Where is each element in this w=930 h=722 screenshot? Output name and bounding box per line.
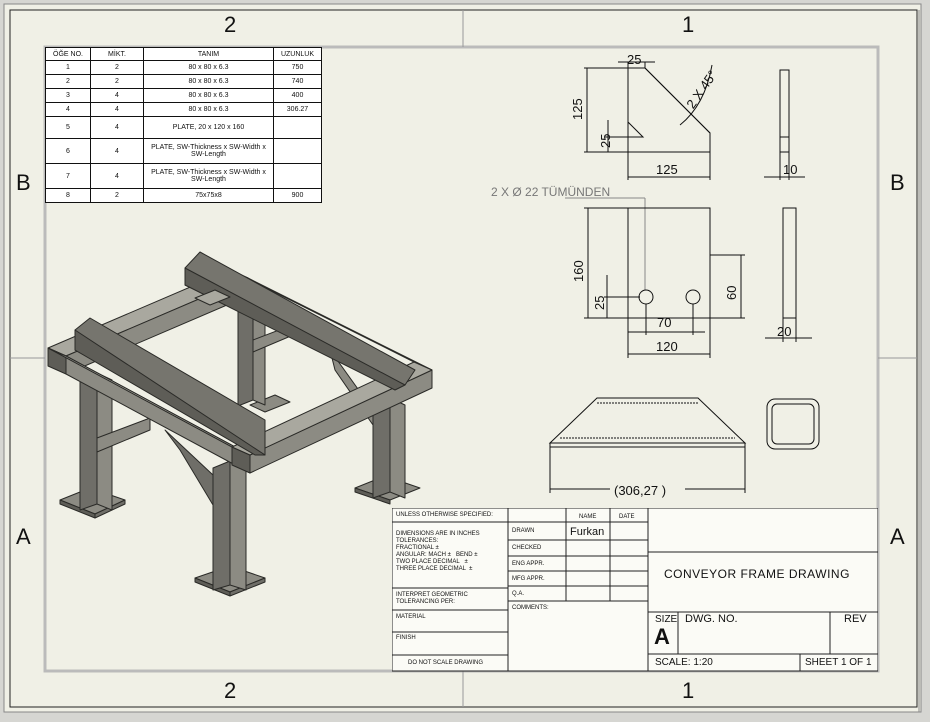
dim-plate-width: 120 (656, 339, 678, 354)
zone-label-bottom-2: 2 (224, 678, 237, 703)
bom-cell: PLATE, SW-Thickness x SW-Width x SW-Leng… (143, 163, 274, 189)
tb-size-label: SIZE (655, 614, 678, 625)
bom-cell: 4 (90, 163, 144, 189)
zone-label-bottom-1: 1 (682, 678, 695, 703)
tb-sheet: SHEET 1 OF 1 (805, 657, 872, 668)
dim-gusset-width: 125 (656, 162, 678, 177)
tb-unless-specified: UNLESS OTHERWISE SPECIFIED: (396, 512, 493, 518)
hole-callout: 2 X Ø 22 TÜMÜNDEN (491, 185, 611, 199)
bom-cell: PLATE, 20 x 120 x 160 (143, 116, 274, 139)
dim-gusset-top: 25 (627, 52, 641, 67)
drawing-title[interactable]: CONVEYOR FRAME DRAWING (664, 567, 850, 581)
angle-profile-view[interactable]: (306,27 ) (540, 390, 760, 505)
gusset-front-view[interactable]: 25 2 X 45° 125 25 125 (560, 50, 730, 190)
bom-cell: 1 (45, 60, 91, 75)
zone-label-left-b: B (16, 170, 31, 195)
title-block-frame (392, 508, 878, 672)
zone-label-right-b: B (890, 170, 905, 195)
isometric-frame-view[interactable] (40, 240, 440, 600)
dim-plate-hole-h: 60 (724, 286, 739, 300)
zone-label-left-a: A (16, 524, 31, 549)
zone-label-right-a: A (890, 524, 905, 549)
bom-cell: 4 (90, 102, 144, 117)
bom-cell (273, 163, 322, 189)
tb-no-scale: DO NOT SCALE DRAWING (408, 660, 484, 666)
tube-section-view[interactable] (762, 395, 824, 453)
bom-cell: 75x75x8 (143, 188, 274, 203)
bom-cell: 7 (45, 163, 91, 189)
dim-gusset-small: 25 (598, 134, 613, 148)
dim-plate-thickness: 20 (777, 324, 791, 339)
bom-cell: 306.27 (273, 102, 322, 117)
bom-cell: 5 (45, 116, 91, 139)
tb-dwg-no-label: DWG. NO. (685, 613, 738, 625)
base-plate-front-view[interactable]: 160 25 60 70 120 (565, 195, 745, 360)
tb-comments-label: COMMENTS: (512, 605, 549, 611)
tb-finish: FINISH (396, 635, 416, 641)
bom-cell: PLATE, SW-Thickness x SW-Width x SW-Leng… (143, 138, 274, 164)
gusset-side-view[interactable]: 10 (760, 66, 810, 182)
bom-cell: 80 x 80 x 6.3 (143, 74, 274, 89)
tb-scale: SCALE: 1:20 (655, 657, 713, 668)
dim-angle-length: (306,27 ) (614, 483, 666, 498)
bom-cell: 750 (273, 60, 322, 75)
bom-header-qty: MİKT. (90, 47, 144, 61)
bom-cell: 3 (45, 88, 91, 103)
dim-gusset-chamfer: 2 X 45° (683, 68, 720, 112)
tb-material: MATERIAL (396, 614, 426, 620)
tb-interpret: INTERPRET GEOMETRIC TOLERANCING PER: (396, 592, 468, 605)
bom-cell: 2 (45, 74, 91, 89)
bom-cell: 400 (273, 88, 322, 103)
bom-cell: 6 (45, 138, 91, 164)
base-plate-side-view[interactable]: 20 (760, 200, 820, 345)
zone-label-top-2: 2 (224, 12, 237, 37)
tb-mfg-appr-label: MFG APPR. (512, 576, 545, 582)
bom-header-length: UZUNLUK (273, 47, 322, 61)
dim-plate-hole-x: 70 (657, 315, 671, 330)
bom-cell: 740 (273, 74, 322, 89)
tb-checked-label: CHECKED (512, 545, 542, 551)
tb-eng-appr-label: ENG APPR. (512, 561, 545, 567)
tb-drawn-name[interactable]: Furkan (570, 526, 605, 538)
tb-name-col: NAME (579, 514, 597, 520)
tb-date-col: DATE (619, 514, 635, 520)
bom-cell: 80 x 80 x 6.3 (143, 88, 274, 103)
dim-gusset-thickness: 10 (783, 162, 797, 177)
tb-rev-label: REV (844, 613, 867, 625)
bom-cell: 900 (273, 188, 322, 203)
dim-gusset-height: 125 (570, 98, 585, 120)
bom-cell: 80 x 80 x 6.3 (143, 60, 274, 75)
bom-cell: 8 (45, 188, 91, 203)
bom-header-row: ÖĞE NO. MİKT. TANIM UZUNLUK (45, 47, 322, 61)
bom-cell: 4 (90, 88, 144, 103)
bom-cell: 80 x 80 x 6.3 (143, 102, 274, 117)
bom-cell: 4 (90, 116, 144, 139)
bom-header-desc: TANIM (143, 47, 274, 61)
bom-cell: 2 (90, 188, 144, 203)
zone-label-top-1: 1 (682, 12, 695, 37)
tb-dimensions-note: DIMENSIONS ARE IN INCHES TOLERANCES: FRA… (396, 531, 480, 572)
bom-cell: 2 (90, 74, 144, 89)
tb-qa-label: Q.A. (512, 591, 525, 597)
bom-cell (273, 138, 322, 164)
dim-plate-height: 160 (571, 260, 586, 282)
bom-cell: 2 (90, 60, 144, 75)
dim-plate-hole-y: 25 (592, 296, 607, 310)
bom-cell (273, 116, 322, 139)
tb-drawn-label: DRAWN (512, 528, 535, 534)
bom-cell: 4 (45, 102, 91, 117)
tb-size-value: A (654, 624, 670, 649)
bom-header-item: ÖĞE NO. (45, 47, 91, 61)
bom-cell: 4 (90, 138, 144, 164)
